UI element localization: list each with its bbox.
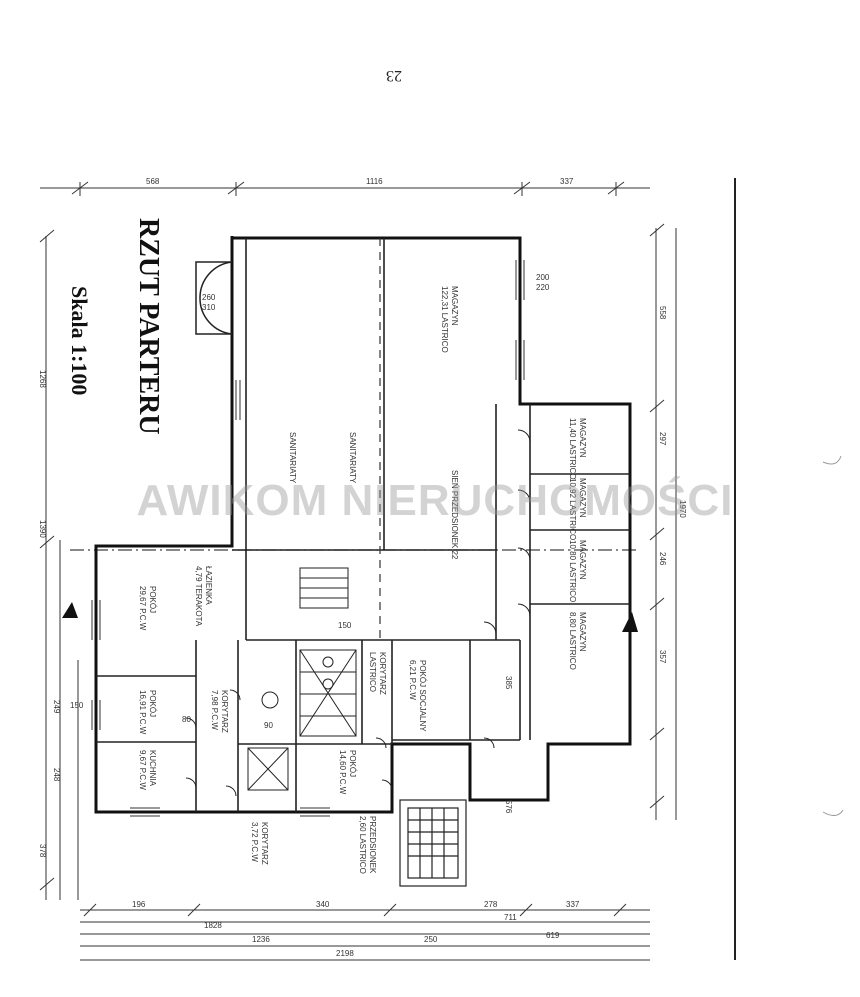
dim-door-a: 260 — [202, 293, 216, 302]
staircase — [399, 799, 467, 887]
dim-bottom-d: 337 — [566, 900, 580, 909]
dim-bottom-g: 1236 — [252, 935, 270, 944]
room-pokoj-1-area: 29,67 P.C.W — [138, 586, 147, 631]
room-sanitariaty-1: SANITARIATY — [288, 432, 297, 484]
dim-right-c: 246 — [658, 552, 667, 566]
dim-right-g: 576 — [504, 800, 513, 814]
small-stair — [299, 567, 349, 609]
room-korytarz-3-area: LASTRICO — [368, 652, 377, 692]
dim-door-g: 90 — [264, 721, 273, 730]
room-przedsionek-area: 2,60 LASTRICO — [358, 816, 367, 874]
page-number: 23 — [386, 67, 402, 84]
dim-left-e: 378 — [38, 844, 47, 858]
room-lazienka: ŁAZIENKA — [204, 566, 213, 605]
room-magazyn-b: MAGAZYN — [578, 478, 587, 518]
dim-left-d: 248 — [52, 768, 61, 782]
room-pokoj-3: POKÓJ — [348, 750, 357, 777]
room-korytarz-2: KORYTARZ — [260, 822, 269, 865]
plan-title: RZUT PARTERU — [133, 218, 164, 435]
dim-door-d: 220 — [536, 283, 550, 292]
punch-hole-bottom — [822, 809, 844, 816]
dim-right-a: 558 — [658, 306, 667, 320]
room-magazyn-d-area: 8,80 LASTRICO — [568, 612, 577, 670]
dim-door-e: 150 — [70, 701, 84, 710]
room-kuchnia: KUCHNIA — [148, 750, 157, 787]
dim-bottom-a: 196 — [132, 900, 146, 909]
room-pokoj-socjalny: POKÓJ SOCJALNY — [418, 660, 427, 732]
dim-bottom-i: 619 — [546, 931, 560, 940]
dim-left-a: 1268 — [38, 370, 47, 388]
windows — [91, 260, 525, 817]
dim-right-f: 385 — [504, 676, 513, 690]
dim-top-a: 568 — [146, 177, 160, 186]
room-pokoj-1: POKÓJ — [148, 586, 157, 613]
room-labels: MAGAZYN 122,31 LASTRICO MAGAZYN 11,40 LA… — [138, 286, 587, 874]
dim-left-c: 249 — [52, 700, 61, 714]
dim-bottom-f: 711 — [504, 913, 517, 922]
dim-bottom-h: 250 — [424, 935, 438, 944]
dim-door-c: 200 — [536, 273, 550, 282]
room-sanitariaty-2: SANITARIATY — [348, 432, 357, 484]
dim-top-b: 1116 — [366, 177, 383, 186]
room-pokoj-3-area: 14,60 P.C.W — [338, 750, 347, 795]
door-swings — [185, 429, 531, 797]
dim-left-b: 1390 — [38, 520, 47, 538]
room-pokoj-socjalny-area: 6,21 P.C.W — [408, 660, 417, 700]
room-korytarz-3: KORYTARZ — [378, 652, 387, 695]
dim-right-b: 297 — [658, 432, 667, 446]
room-sien: SIEŃ PRZEDSIONEK 22 — [450, 470, 459, 560]
bottom-dimension-lines — [80, 903, 650, 961]
dimension-labels: 568 1116 337 1268 1390 249 248 378 558 2… — [38, 177, 687, 958]
room-magazyn-main: MAGAZYN — [450, 286, 459, 326]
dim-bottom-e: 1828 — [204, 921, 222, 930]
plan-scale: Skala 1:100 — [67, 286, 92, 395]
room-korytarz-1: KORYTARZ — [220, 690, 229, 733]
room-lazienka-area: 4,79 TERAKOTA — [194, 566, 203, 627]
room-magazyn-c-area: 10,80 LASTRICO — [568, 540, 577, 602]
section-marker-right — [622, 612, 638, 632]
room-magazyn-a-area: 11,40 LASTRICO — [568, 418, 577, 480]
dim-door-b: 310 — [202, 303, 216, 312]
room-magazyn-b-area: 10,92 LASTRICO — [568, 478, 577, 540]
dim-door-h: 150 — [338, 621, 352, 630]
dim-right-e: 1970 — [678, 500, 687, 518]
room-magazyn-a: MAGAZYN — [578, 418, 587, 458]
room-pokoj-2: POKÓJ — [148, 690, 157, 717]
room-kuchnia-area: 9,67 P.C.W — [138, 750, 147, 790]
dim-bottom-b: 340 — [316, 900, 330, 909]
room-pokoj-2-area: 16,91 P.C.W — [138, 690, 147, 735]
dim-bottom-j: 2198 — [336, 949, 354, 958]
section-marker-left — [62, 602, 78, 618]
sanitary-fixtures — [247, 649, 357, 791]
left-dimension-lines — [39, 229, 79, 900]
room-magazyn-main-area: 122,31 LASTRICO — [440, 286, 449, 353]
dim-door-f: 80 — [182, 715, 191, 724]
room-korytarz-2-area: 3,72 P.C.W — [250, 822, 259, 862]
room-przedsionek: PRZEDSIONEK — [368, 816, 377, 874]
dim-right-d: 357 — [658, 650, 667, 664]
dim-bottom-c: 278 — [484, 900, 498, 909]
entrance-alcove — [195, 261, 233, 335]
top-dimension-line — [40, 181, 650, 196]
dim-top-c: 337 — [560, 177, 574, 186]
right-dimension-lines — [649, 223, 677, 820]
room-magazyn-c: MAGAZYN — [578, 540, 587, 580]
room-korytarz-1-area: 7,98 P.C.W — [210, 690, 219, 730]
outer-walls — [94, 236, 632, 814]
watermark: AWIKOM NIERUCHOMOŚCI — [136, 476, 734, 525]
punch-hole-top — [822, 455, 842, 465]
room-magazyn-d: MAGAZYN — [578, 612, 587, 652]
